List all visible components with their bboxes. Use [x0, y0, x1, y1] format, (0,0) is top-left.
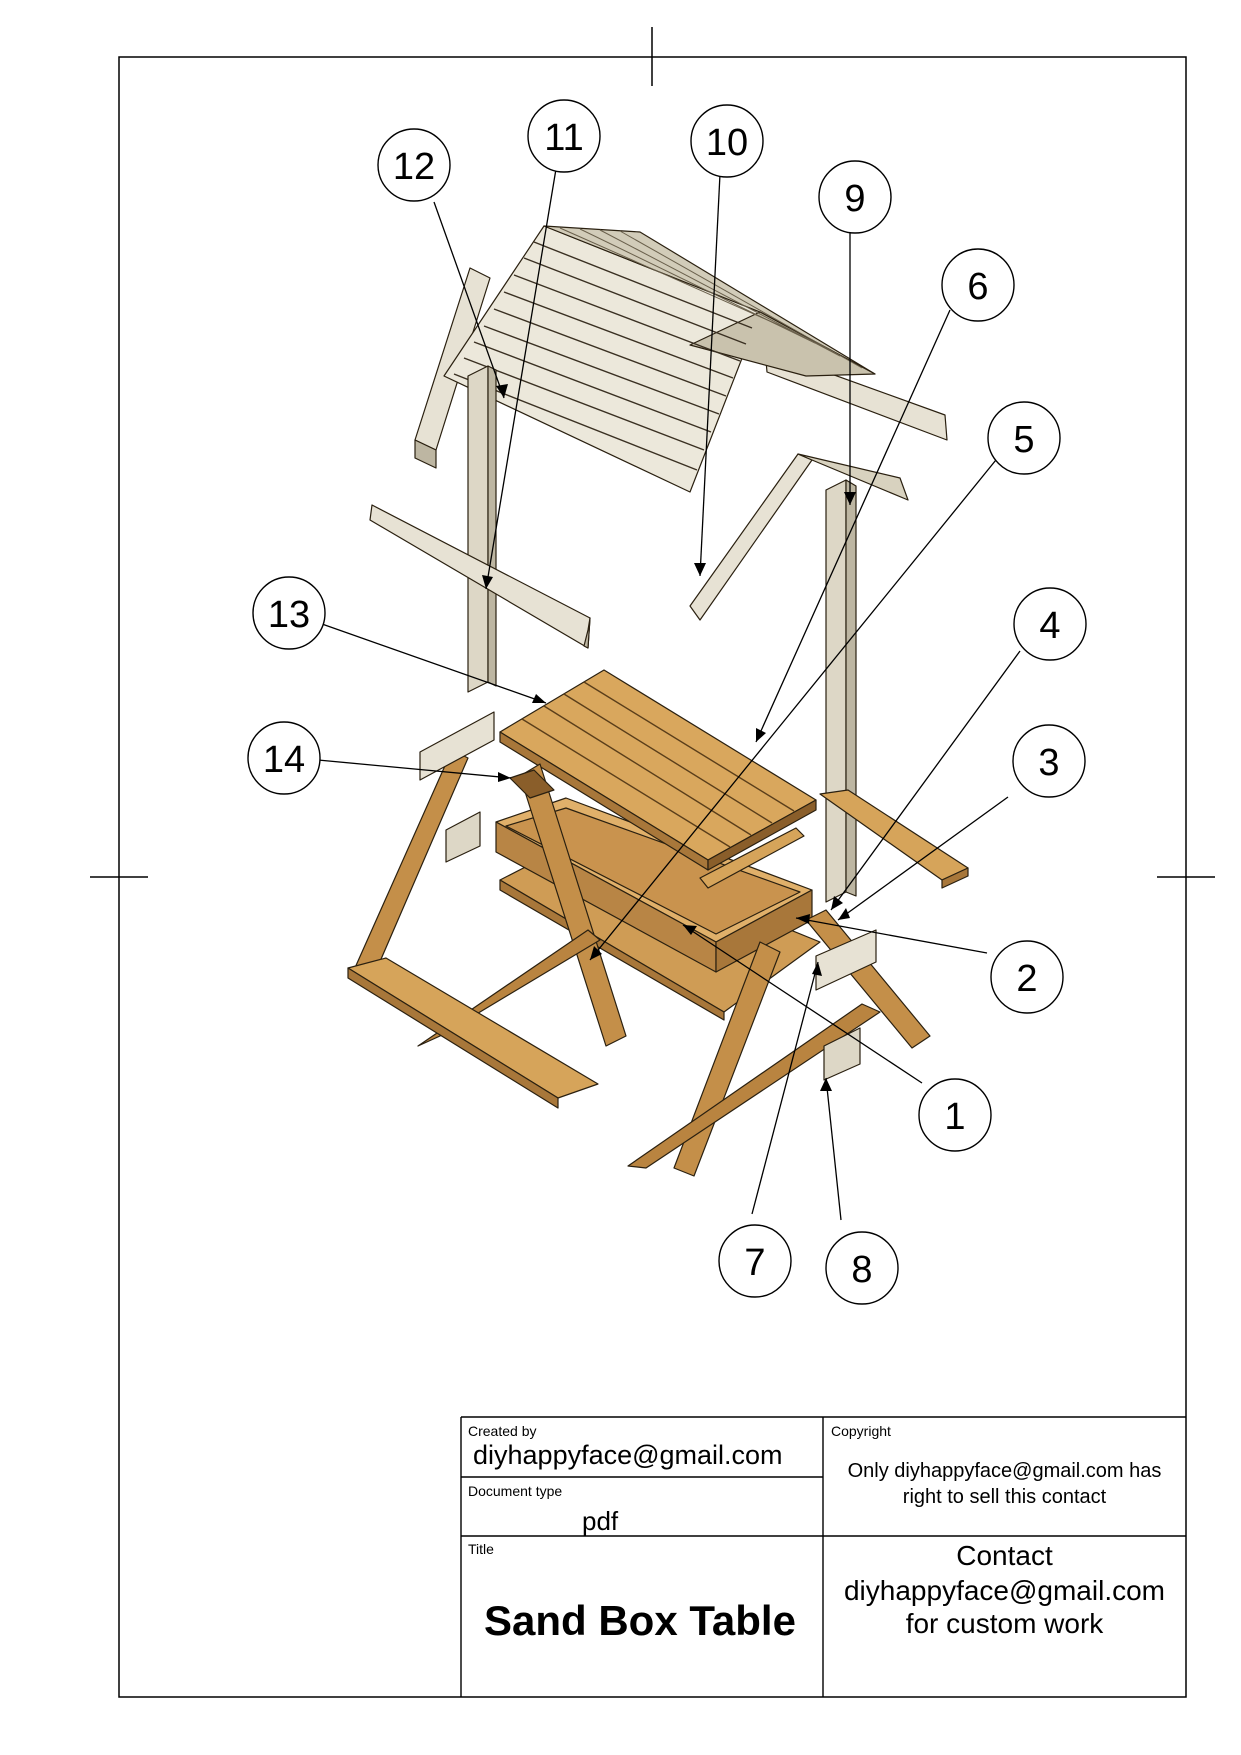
balloon-circle [247, 721, 321, 795]
balloon-circle [252, 576, 326, 650]
balloon-number: 1 [944, 1096, 965, 1138]
part-balloon-3: 3 [1012, 724, 1086, 798]
part-balloon-1: 1 [918, 1078, 992, 1152]
balloon-circle [918, 1078, 992, 1152]
part-10-right-rafter [689, 453, 909, 621]
leader-lines [317, 168, 1021, 1221]
balloon-circle [377, 128, 451, 202]
title-block-grid [460, 1416, 1186, 1697]
part-right-a-frame [627, 909, 931, 1177]
balloon-number: 10 [706, 122, 748, 164]
balloon-circle [825, 1231, 899, 1305]
contact-line-2: diyhappyface@gmail.com [843, 1575, 1165, 1606]
balloon-number: 6 [967, 266, 988, 308]
part-12-gable-board [414, 267, 491, 469]
sheet-frame [90, 27, 1215, 1698]
part-balloon-12: 12 [377, 128, 451, 202]
balloon-circle [818, 160, 892, 234]
balloon-circle [941, 248, 1015, 322]
document-type-label: Document type [468, 1483, 563, 1499]
drawing-title: Sand Box Table [484, 1597, 796, 1644]
part-cleat [699, 827, 805, 889]
balloon-circle [690, 104, 764, 178]
balloon-circle [987, 401, 1061, 475]
part-balloon-6: 6 [941, 248, 1015, 322]
balloon-number: 3 [1038, 742, 1059, 784]
part-11-roof-slats [443, 225, 876, 493]
part-left-post [467, 365, 497, 693]
contact-line-3: for custom work [905, 1608, 1104, 1639]
part-balloon-4: 4 [1013, 587, 1087, 661]
part-balloon-7: 7 [718, 1224, 792, 1298]
document-type-value: pdf [582, 1506, 619, 1536]
balloon-number: 12 [393, 146, 435, 188]
created-by-value: diyhappyface@gmail.com [473, 1440, 783, 1470]
balloon-number: 13 [268, 594, 310, 636]
part-balloon-10: 10 [690, 104, 764, 178]
balloon-number: 14 [263, 739, 305, 781]
balloon-circle [1013, 587, 1087, 661]
part-left-bench [347, 957, 599, 1109]
balloon-number: 8 [851, 1249, 872, 1291]
balloon-circle [527, 99, 601, 173]
balloon-number: 5 [1013, 419, 1034, 461]
title-label: Title [468, 1541, 494, 1557]
part-end-blocks [419, 711, 877, 1081]
part-balloon-5: 5 [987, 401, 1061, 475]
part-13-table-top [499, 669, 817, 871]
model [347, 225, 969, 1177]
part-balloon-8: 8 [825, 1231, 899, 1305]
part-balloon-2: 2 [990, 940, 1064, 1014]
leader-arrowheads [482, 384, 856, 1091]
part-11-cross-rail [369, 504, 591, 649]
balloon-number: 11 [544, 117, 583, 159]
balloon-circle [990, 940, 1064, 1014]
part-balloon-11: 11 [527, 99, 601, 173]
balloon-circle [718, 1224, 792, 1298]
balloon-number: 4 [1039, 605, 1060, 647]
balloon-circle [1012, 724, 1086, 798]
part-9-right-post [825, 479, 857, 903]
balloon-number: 9 [844, 178, 865, 220]
copyright-line-1: Only diyhappyface@gmail.com has [847, 1460, 1162, 1482]
part-balloon-13: 13 [252, 576, 326, 650]
balloon-number: 7 [744, 1242, 765, 1284]
created-by-label: Created by [468, 1423, 537, 1439]
part-balloon-9: 9 [818, 160, 892, 234]
contact-line-1: Contact [956, 1540, 1053, 1571]
copyright-line-2: right to sell this contact [902, 1486, 1107, 1508]
part-right-bench [819, 789, 969, 889]
balloon-number: 2 [1016, 958, 1037, 1000]
part-balloon-14: 14 [247, 721, 321, 795]
copyright-label: Copyright [831, 1423, 891, 1439]
